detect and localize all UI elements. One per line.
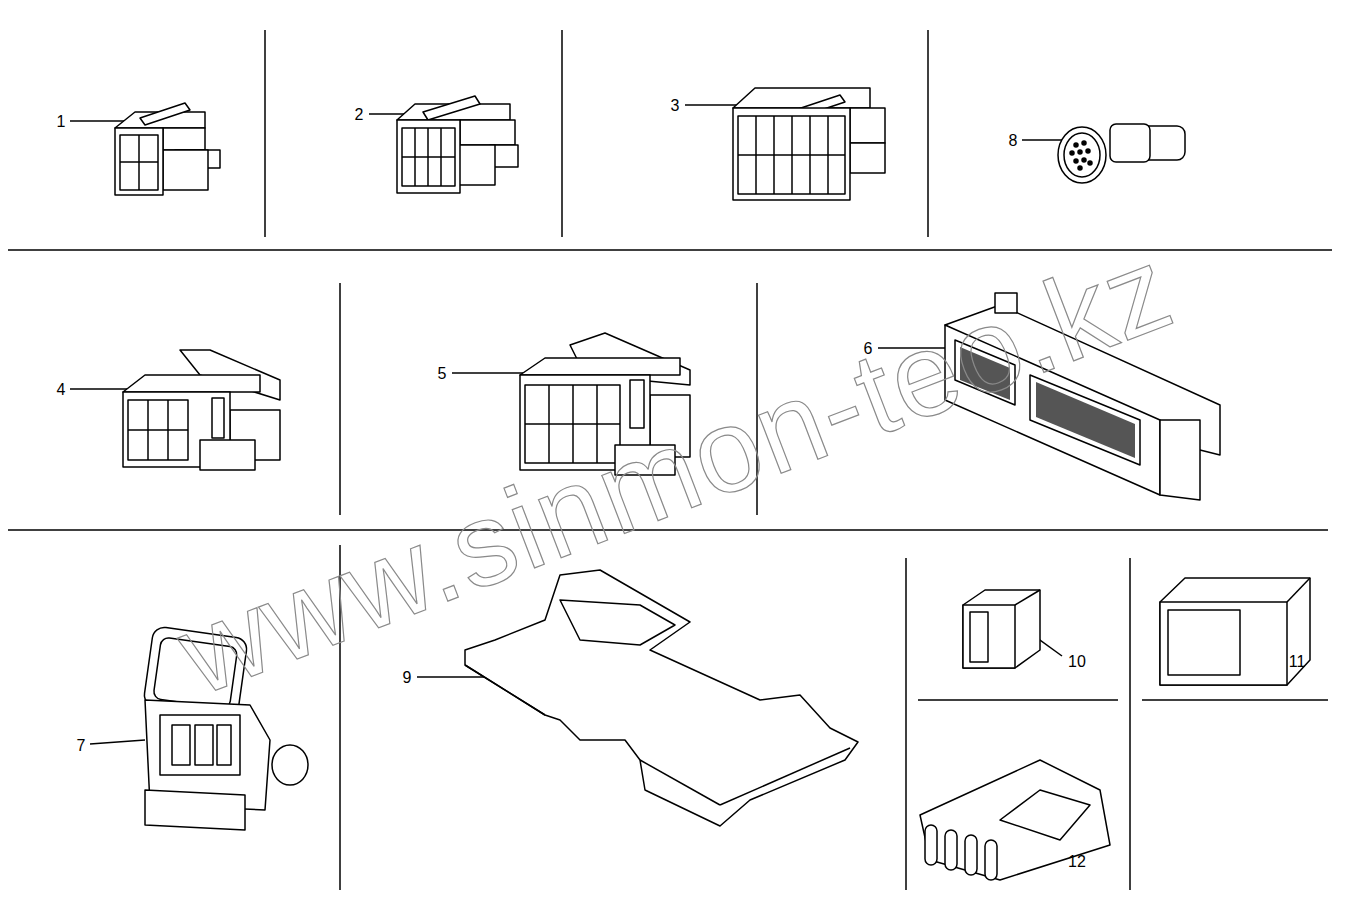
- callout-number: 2: [355, 107, 364, 123]
- callout-number: 11: [1289, 654, 1306, 670]
- callout-number: 3: [671, 98, 680, 114]
- callout-number: 8: [1009, 133, 1018, 149]
- callout-number: 9: [403, 670, 412, 686]
- callout-number: 4: [57, 382, 66, 398]
- callout-number: 1: [57, 114, 66, 130]
- callout-number: 10: [1068, 654, 1086, 670]
- callout-number: 12: [1068, 854, 1086, 870]
- callout-number: 5: [438, 366, 447, 382]
- callout-number: 7: [77, 738, 86, 754]
